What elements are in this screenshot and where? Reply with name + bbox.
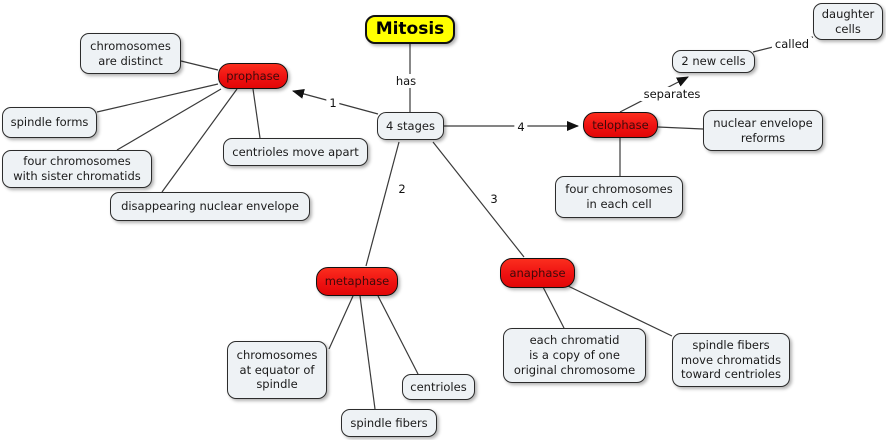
connector-prophase-disappearing-envelope	[161, 88, 238, 193]
connector-anaphase-each-chromatid	[542, 286, 565, 329]
connector-prophase-four-chromosomes-sister	[116, 88, 222, 151]
link-label-separates[interactable]: separates	[640, 87, 704, 101]
node-spindle-forms[interactable]: spindle forms	[2, 107, 97, 138]
connector-metaphase-equator	[328, 295, 354, 350]
node-4-stages[interactable]: 4 stages	[377, 112, 444, 140]
node-chromosomes-are-distinct[interactable]: chromosomes are distinct	[80, 33, 181, 74]
connector-prophase-spindle-forms	[96, 83, 219, 113]
connector-prophase-centrioles-move	[252, 88, 261, 139]
node-nuclear-envelope-reforms[interactable]: nuclear envelope reforms	[703, 110, 823, 151]
link-label-called[interactable]: called	[771, 37, 813, 51]
connector-4stages-metaphase	[365, 141, 400, 267]
connector-anaphase-spindle-move	[567, 285, 673, 337]
connector-metaphase-centrioles	[377, 295, 419, 375]
link-label-has[interactable]: has	[392, 74, 420, 88]
connector-4stages-anaphase	[432, 141, 525, 258]
node-four-chromosomes-sister-chromatids[interactable]: four chromosomes with sister chromatids	[2, 150, 152, 188]
link-label-4[interactable]: 4	[514, 120, 528, 134]
node-prophase[interactable]: prophase	[218, 63, 288, 89]
link-label-1[interactable]: 1	[326, 96, 340, 110]
node-anaphase[interactable]: anaphase	[500, 258, 575, 288]
connector-prophase-chromosomes-distinct	[180, 60, 219, 71]
node-each-chromatid-copy[interactable]: each chromatid is a copy of one original…	[503, 328, 646, 383]
node-disappearing-nuclear-envelope[interactable]: disappearing nuclear envelope	[110, 192, 310, 221]
connector-telophase-nuclear-reforms	[657, 126, 704, 130]
node-centrioles-move-apart[interactable]: centrioles move apart	[223, 138, 368, 166]
node-metaphase[interactable]: metaphase	[316, 267, 398, 296]
connector-metaphase-spindle-fibers	[359, 295, 376, 410]
node-telophase[interactable]: telophase	[583, 112, 658, 138]
node-spindle-fibers[interactable]: spindle fibers	[341, 409, 437, 437]
node-spindle-fibers-move-chromatids[interactable]: spindle fibers move chromatids toward ce…	[672, 333, 790, 387]
node-mitosis[interactable]: Mitosis	[365, 15, 455, 44]
link-label-2[interactable]: 2	[395, 182, 409, 196]
node-daughter-cells[interactable]: daughter cells	[813, 3, 883, 40]
node-2-new-cells[interactable]: 2 new cells	[672, 50, 755, 73]
node-four-chromosomes-each-cell[interactable]: four chromosomes in each cell	[555, 176, 683, 218]
node-centrioles[interactable]: centrioles	[402, 374, 475, 400]
node-chromosomes-at-equator[interactable]: chromosomes at equator of spindle	[227, 341, 327, 399]
link-label-3[interactable]: 3	[487, 192, 501, 206]
